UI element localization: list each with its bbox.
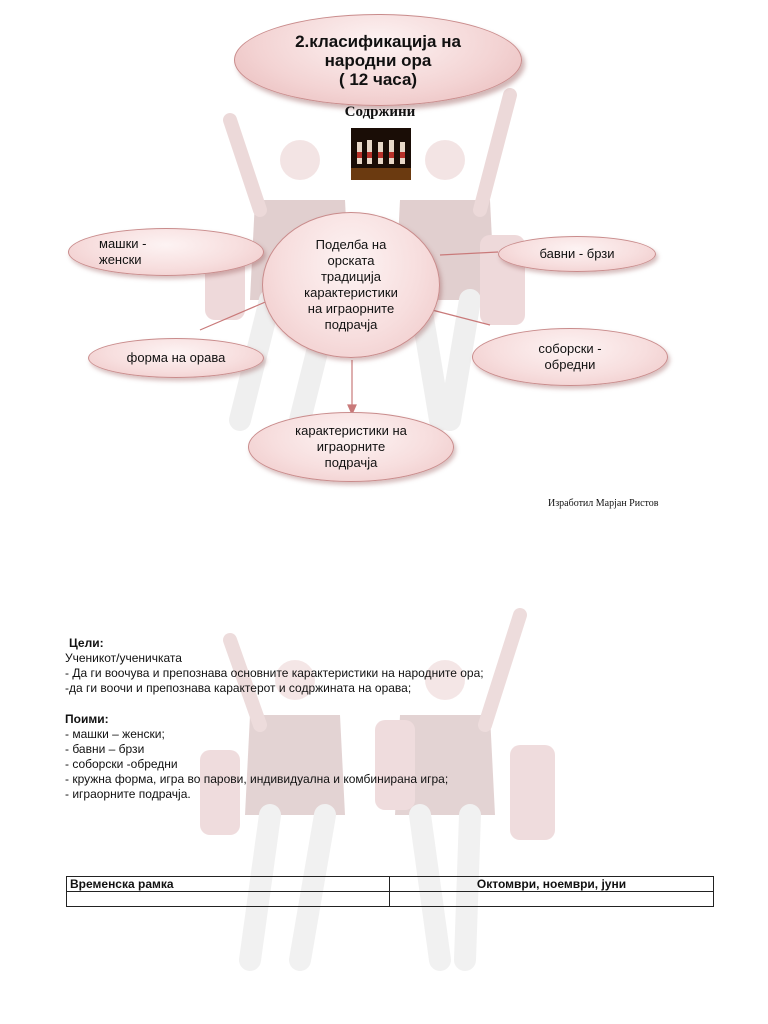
node-male-female-line-2: женски	[99, 252, 142, 267]
center-line-2: орската	[327, 253, 375, 268]
subtitle: Содржини	[344, 104, 416, 120]
node-regions-line-2: играорните	[316, 439, 386, 454]
node-slow-fast: бавни - брзи	[498, 236, 656, 272]
dancers-photo-image	[351, 128, 411, 180]
node-regions-line-3: подрачја	[324, 455, 378, 470]
time-frame-label: Временска рамка	[66, 876, 390, 892]
concepts-item: - кружна форма, игра во парови, индивиду…	[65, 772, 449, 786]
author-credit: Изработил Марјан Ристов	[548, 498, 659, 509]
title-ellipse: 2.класификација на народни ора ( 12 часа…	[234, 14, 522, 106]
title-line-1: 2.класификација на	[295, 31, 461, 51]
node-gathering-ritual: соборски - обредни	[472, 328, 668, 386]
connector-arrows	[199, 249, 499, 416]
goals-item: -да ги воочи и препознава карактерот и с…	[65, 681, 412, 695]
node-dance-form-line-1: форма на орава	[126, 350, 226, 365]
center-line-1: Поделба на	[315, 237, 387, 252]
node-dance-form: форма на орава	[88, 338, 264, 378]
table-row	[66, 891, 714, 907]
center-line-3: традиција	[320, 269, 382, 284]
node-gathering-ritual-line-1: соборски -	[538, 341, 602, 356]
concepts-item: - играорните подрачја.	[65, 787, 191, 801]
center-line-5: на играорните	[307, 301, 395, 316]
time-frame-value: Октомври, ноември, јуни	[389, 876, 714, 892]
concepts-item: - машки – женски;	[65, 727, 165, 741]
concepts-item: - бавни – брзи	[65, 742, 145, 756]
concepts-heading: Поими:	[65, 712, 109, 726]
empty-cell	[66, 891, 390, 907]
goals-section: Цели: Ученикот/ученичката - Да ги воочув…	[65, 636, 705, 802]
node-gathering-ritual-line-2: обредни	[544, 357, 596, 372]
center-line-4: карактеристики	[304, 285, 398, 300]
node-male-female: машки - женски	[68, 228, 264, 276]
time-frame-table: Временска рамка Октомври, ноември, јуни	[66, 876, 714, 907]
goals-subject: Ученикот/ученичката	[65, 651, 182, 665]
empty-cell	[389, 891, 714, 907]
dancers-photo	[351, 128, 411, 180]
concepts-item: - соборски -обредни	[65, 757, 178, 771]
title-line-3: ( 12 часа)	[338, 69, 418, 89]
title-line-2: народни ора	[324, 50, 432, 70]
goals-item: - Да ги воочува и препознава основните к…	[65, 666, 484, 680]
node-regions-line-1: карактеристики на	[295, 423, 407, 438]
node-slow-fast-line-1: бавни - брзи	[539, 246, 615, 261]
node-male-female-line-1: машки -	[99, 236, 147, 251]
goals-heading: Цели:	[69, 636, 104, 650]
table-row: Временска рамка Октомври, ноември, јуни	[66, 876, 714, 892]
center-node: Поделба на орската традиција карактерист…	[262, 212, 440, 358]
node-regions: карактеристики на играорните подрачја	[248, 412, 454, 482]
center-line-6: подрачја	[324, 317, 378, 332]
